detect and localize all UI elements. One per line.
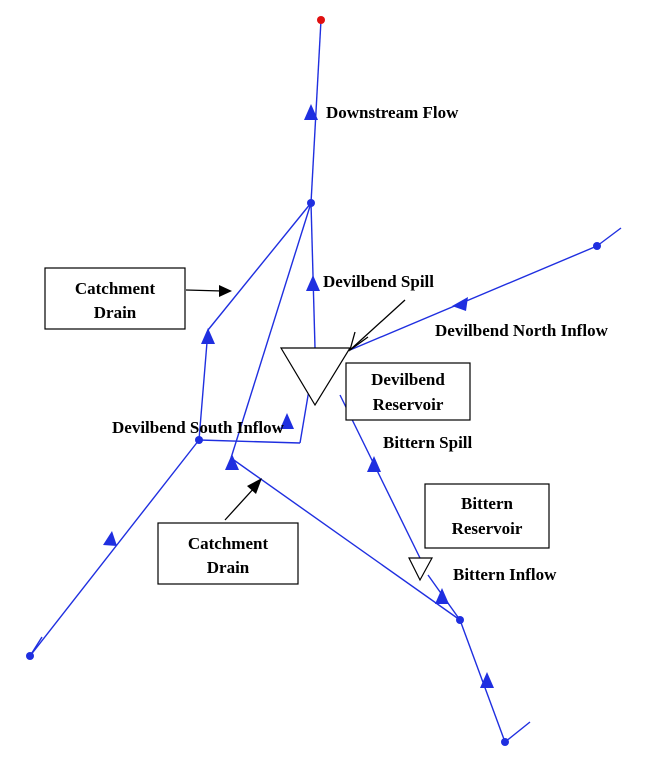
inflow-node-southwest: [26, 652, 34, 660]
link-catchment-drain-diagonal: [230, 457, 461, 621]
box-catchment-drain-upper-line1: Catchment: [75, 279, 156, 298]
arrow-catchment-upper-icon: [201, 328, 215, 344]
link-north-inflow: [349, 245, 598, 351]
arrow-southwest-inflow-icon: [103, 531, 117, 546]
arrow-south-inflow-icon: [280, 413, 294, 429]
box-catchment-drain-upper: Catchment Drain: [44, 267, 186, 330]
junction-node-south: [195, 436, 203, 444]
arrow-bittern-outflow-icon: [435, 588, 449, 604]
link-catchment-drain-upper: [207, 202, 312, 331]
nodes: [26, 16, 601, 746]
arrow-devilbend-spill-icon: [306, 275, 320, 291]
callout-arrow-catchment-1-icon: [219, 285, 232, 297]
callout-catchment-drain-2: [224, 486, 256, 521]
link-southwest-inflow: [29, 439, 200, 657]
label-downstream-flow: Downstream Flow: [326, 103, 459, 122]
label-bittern-spill: Bittern Spill: [383, 433, 473, 452]
arrow-north-inflow-icon: [452, 297, 468, 311]
callout-devilbend-reservoir: [349, 299, 406, 351]
label-devilbend-north-inflow: Devilbend North Inflow: [435, 321, 609, 340]
arrowheads: [103, 104, 494, 688]
box-catchment-drain-lower: Catchment Drain: [157, 522, 299, 585]
box-bittern-reservoir-line1: Bittern: [461, 494, 513, 513]
inflow-node-bittern: [501, 738, 509, 746]
box-catchment-drain-upper-line2: Drain: [94, 303, 137, 322]
link-bittern-inflow: [459, 619, 506, 743]
arrow-bittern-inflow-icon: [480, 672, 494, 688]
junction-node-bittern: [456, 616, 464, 624]
box-bittern-reservoir: Bittern Reservoir: [424, 483, 550, 549]
link-downstream-flow: [310, 19, 322, 204]
outlet-node: [317, 16, 325, 24]
arrow-catchment-lower-icon: [225, 454, 239, 470]
label-devilbend-spill: Devilbend Spill: [323, 272, 434, 291]
bittern-reservoir-icon: [408, 557, 434, 582]
inflow-node-north: [593, 242, 601, 250]
devilbend-reservoir-icon: [279, 347, 352, 407]
link-catchment-drain-left: [198, 329, 209, 441]
link-north-inflow-tail: [596, 227, 622, 247]
callout-arrow-catchment-2-icon: [247, 478, 262, 494]
box-bittern-reservoir-line2: Reservoir: [452, 519, 523, 538]
callouts: [185, 285, 406, 521]
box-catchment-drain-lower-line1: Catchment: [188, 534, 269, 553]
link-bittern-spill: [339, 394, 421, 559]
link-catchment-drain-lower: [230, 202, 312, 459]
callout-devilbend-reservoir-pointer: [348, 331, 369, 352]
callout-catchment-drain-1: [185, 289, 223, 292]
arrow-bittern-spill-icon: [367, 456, 381, 472]
box-devilbend-reservoir-line2: Reservoir: [373, 395, 444, 414]
label-devilbend-south-inflow: Devilbend South Inflow: [112, 418, 285, 437]
box-devilbend-reservoir: Devilbend Reservoir: [345, 362, 471, 421]
box-devilbend-reservoir-line1: Devilbend: [371, 370, 445, 389]
link-south-inflow: [198, 439, 301, 444]
box-catchment-drain-lower-line2: Drain: [207, 558, 250, 577]
label-bittern-inflow: Bittern Inflow: [453, 565, 557, 584]
arrow-downstream-icon: [304, 104, 318, 120]
junction-node-top: [307, 199, 315, 207]
link-bittern-inflow-tail: [504, 721, 531, 743]
